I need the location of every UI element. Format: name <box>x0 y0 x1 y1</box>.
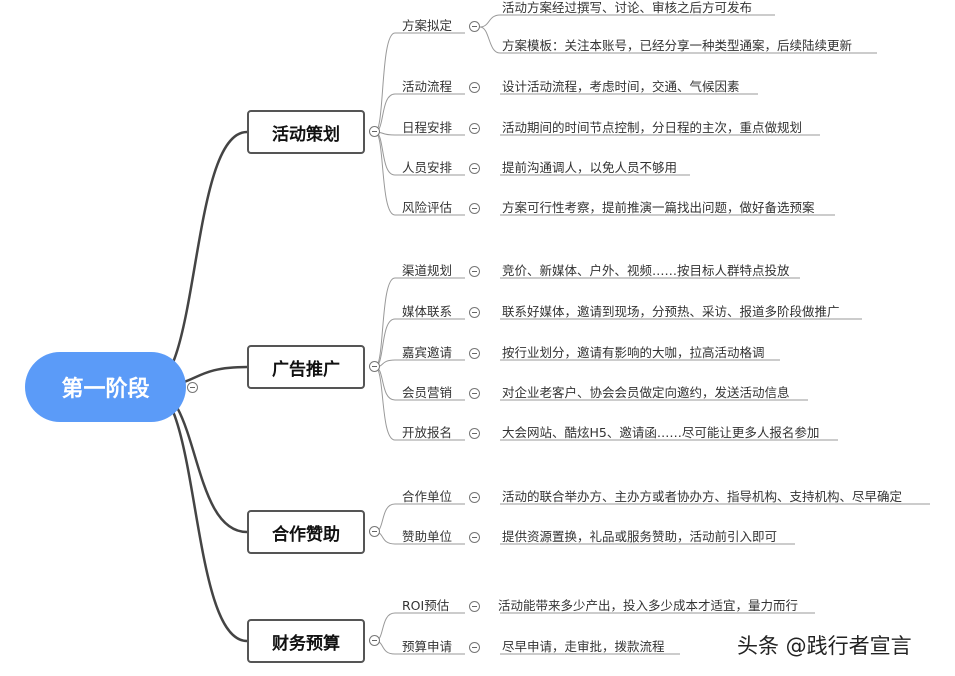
branch-collapse-icon[interactable] <box>369 361 380 372</box>
topic-collapse-icon[interactable] <box>469 123 480 134</box>
branch-connector <box>374 32 396 133</box>
topic-fork <box>479 14 501 28</box>
topic-collapse-icon[interactable] <box>469 203 480 214</box>
topic-label[interactable]: 开放报名 <box>402 425 453 440</box>
topic-collapse-icon[interactable] <box>469 307 480 318</box>
detail-text: 提前沟通调人，以免人员不够用 <box>502 160 678 175</box>
topic-label[interactable]: 嘉宾邀请 <box>402 345 453 360</box>
topic-label[interactable]: 活动流程 <box>402 79 453 94</box>
branch-collapse-icon[interactable] <box>369 635 380 646</box>
topic-collapse-icon[interactable] <box>469 642 480 653</box>
topic-label[interactable]: 合作单位 <box>402 489 453 504</box>
detail-text: 活动方案经过撰写、讨论、审核之后方可发布 <box>502 0 753 15</box>
topic-label[interactable]: 人员安排 <box>402 160 453 175</box>
topic-label[interactable]: 会员营销 <box>402 385 453 400</box>
topic-label[interactable]: 风险评估 <box>402 200 453 215</box>
branch-connector <box>374 366 396 441</box>
topic-collapse-icon[interactable] <box>469 163 480 174</box>
branch-sponsorship[interactable]: 合作赞助 <box>247 510 365 554</box>
topic-collapse-icon[interactable] <box>469 21 480 32</box>
detail-text: 方案模板：关注本账号，已经分享一种类型通案，后续陆续更新 <box>502 38 853 53</box>
root-connector <box>149 385 248 643</box>
branch-connector <box>374 131 396 176</box>
topic-collapse-icon[interactable] <box>469 266 480 277</box>
root-collapse-icon[interactable] <box>187 382 198 393</box>
branch-budget[interactable]: 财务预算 <box>247 619 365 663</box>
topic-label[interactable]: 赞助单位 <box>402 529 453 544</box>
branch-collapse-icon[interactable] <box>369 526 380 537</box>
root-node[interactable]: 第一阶段 <box>25 352 186 422</box>
detail-text: 活动期间的时间节点控制，分日程的主次，重点做规划 <box>502 120 803 135</box>
branch-connector <box>374 277 396 368</box>
topic-label[interactable]: 日程安排 <box>402 120 453 135</box>
topic-collapse-icon[interactable] <box>469 492 480 503</box>
branch-connector <box>374 366 396 401</box>
detail-text: 活动的联合举办方、主办方或者协办方、指导机构、支持机构、尽早确定 <box>502 489 903 504</box>
detail-text: 竞价、新媒体、户外、视频……按目标人群特点投放 <box>502 263 790 278</box>
topic-label[interactable]: 渠道规划 <box>402 263 453 278</box>
detail-text: 活动能带来多少产出，投入多少成本才适宜，量力而行 <box>498 598 799 613</box>
branch-activity-planning[interactable]: 活动策划 <box>247 110 365 154</box>
topic-collapse-icon[interactable] <box>469 532 480 543</box>
branch-collapse-icon[interactable] <box>369 126 380 137</box>
branch-connector <box>374 131 396 216</box>
topic-label[interactable]: ROI预估 <box>402 598 450 613</box>
topic-label[interactable]: 方案拟定 <box>402 18 453 33</box>
topic-collapse-icon[interactable] <box>469 428 480 439</box>
detail-text: 大会网站、酷炫H5、邀请函……尽可能让更多人报名参加 <box>502 425 820 440</box>
watermark-text: 头条 @践行者宣言 <box>737 634 912 658</box>
topic-collapse-icon[interactable] <box>469 348 480 359</box>
topic-label[interactable]: 媒体联系 <box>402 304 453 319</box>
detail-text: 设计活动流程，考虑时间，交通、气候因素 <box>502 79 740 94</box>
root-connector <box>149 130 248 389</box>
topic-collapse-icon[interactable] <box>469 601 480 612</box>
detail-text: 方案可行性考察，提前推演一篇找出问题，做好备选预案 <box>502 200 815 215</box>
detail-text: 提供资源置换，礼品或服务赞助，活动前引入即可 <box>502 529 778 544</box>
detail-text: 按行业划分，邀请有影响的大咖，拉高活动格调 <box>502 345 765 360</box>
branch-ad-promotion[interactable]: 广告推广 <box>247 345 365 389</box>
topic-collapse-icon[interactable] <box>469 388 480 399</box>
detail-text: 对企业老客户、协会会员做定向邀约，发送活动信息 <box>502 385 790 400</box>
detail-text: 尽早申请，走审批，拨款流程 <box>502 639 665 654</box>
topic-collapse-icon[interactable] <box>469 82 480 93</box>
topic-label[interactable]: 预算申请 <box>402 639 453 654</box>
topic-fork <box>479 26 501 54</box>
detail-text: 联系好媒体，邀请到现场，分预热、采访、报道多阶段做推广 <box>502 304 840 319</box>
